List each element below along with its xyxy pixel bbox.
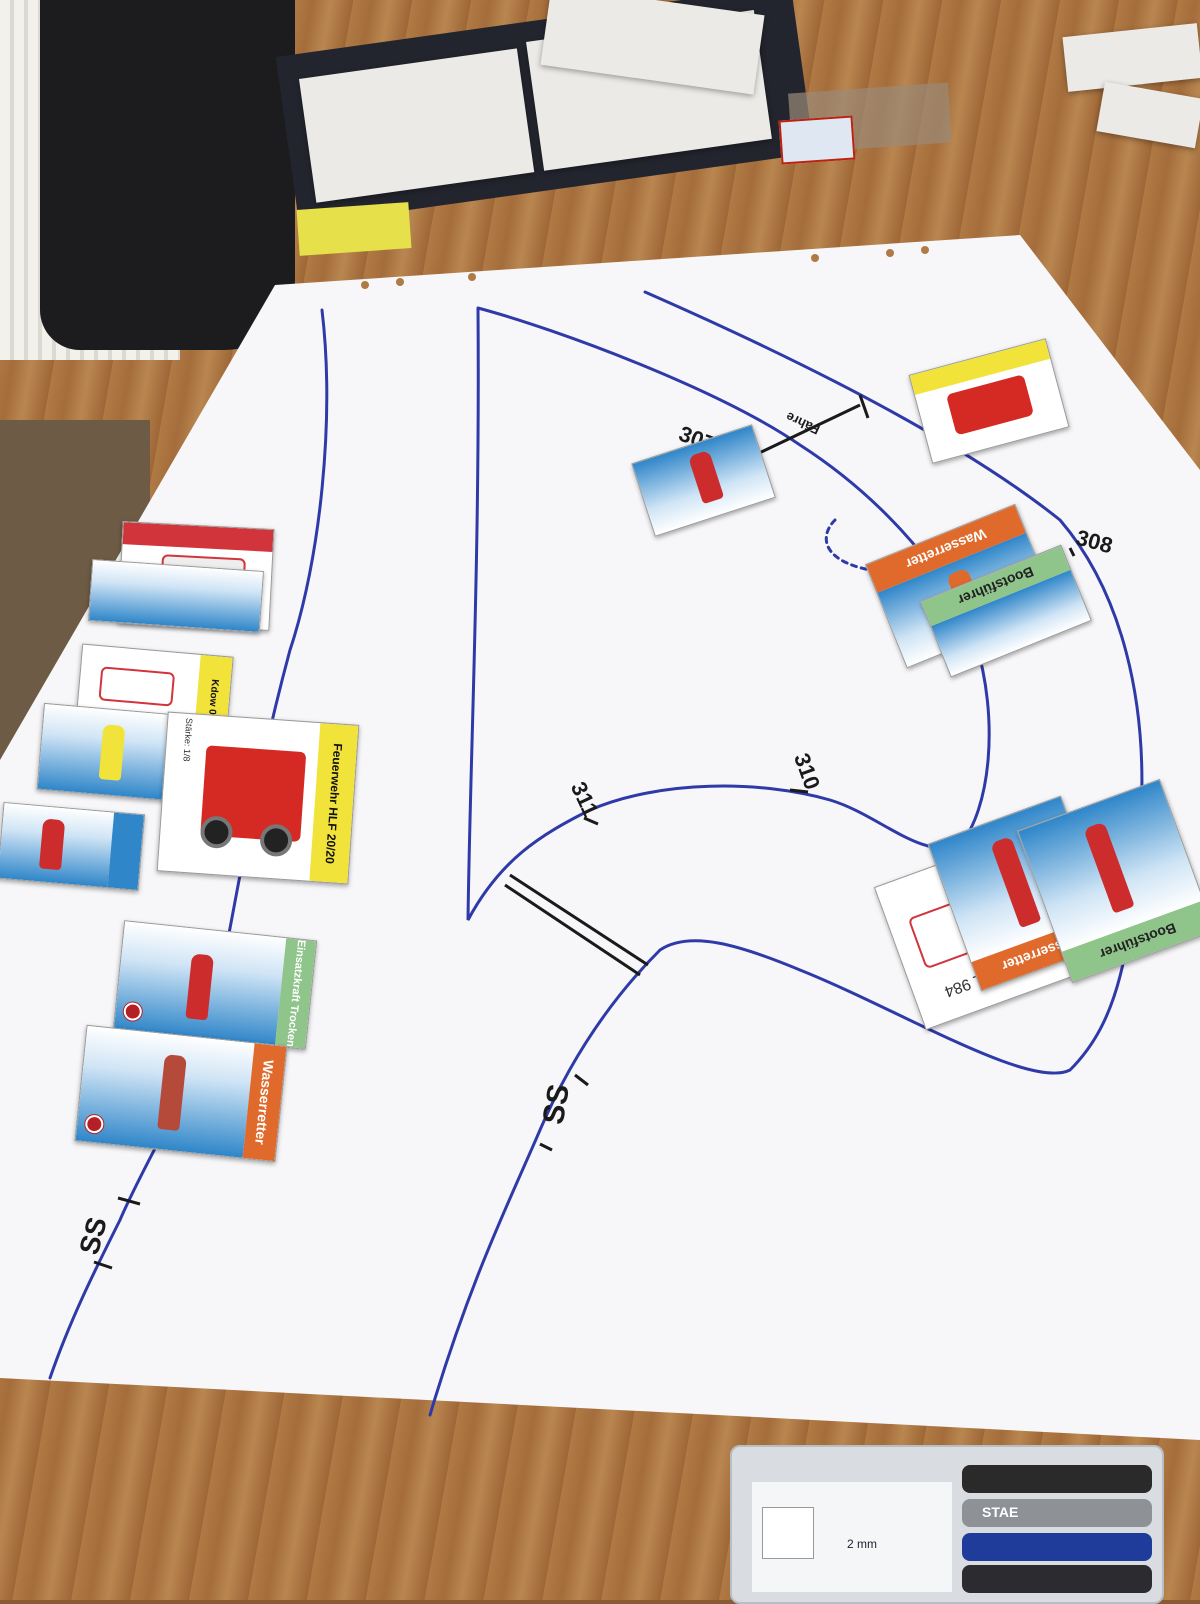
grey-marker[interactable]: STAE — [962, 1499, 1152, 1527]
right-river-bank — [428, 290, 1144, 1417]
black-marker[interactable] — [962, 1465, 1152, 1493]
wasserretter-card-left[interactable]: Wasserretter — [74, 1024, 288, 1163]
punch-holes — [361, 246, 929, 289]
marker-pack-label: 2 mm — [752, 1482, 952, 1592]
dashed-spur — [824, 518, 872, 572]
personnel-card-left-edge[interactable] — [0, 801, 146, 892]
marker-thumbnail — [762, 1507, 814, 1559]
blue-marker[interactable] — [962, 1533, 1152, 1561]
dark-marker[interactable] — [962, 1565, 1152, 1593]
marker-size-label: 2 mm — [847, 1537, 877, 1551]
hlf-subtitle: Stärke: 1/8 — [181, 717, 195, 762]
crossing-lines — [504, 394, 870, 977]
flipchart-paper — [0, 235, 1200, 1440]
marker-brand: STAE — [982, 1504, 1019, 1520]
hlf-vehicle-card[interactable]: Feuerwehr HLF 20/20 Stärke: 1/8 — [156, 711, 360, 885]
person-legs — [40, 0, 295, 350]
fire-truck-illustration-2 — [945, 374, 1035, 436]
island-outline — [466, 306, 991, 921]
label-ss-right: SS — [537, 1082, 576, 1127]
personnel-card-top-left[interactable] — [88, 559, 264, 633]
ferry-line — [754, 403, 861, 457]
marker-pack[interactable]: 2 mm STAE — [730, 1445, 1164, 1604]
